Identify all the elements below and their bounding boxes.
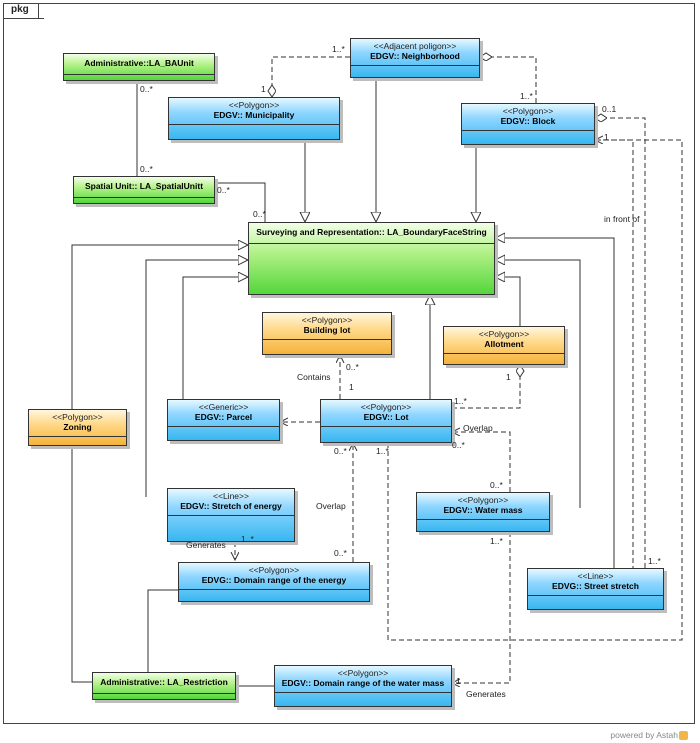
footer-credit: powered by Astah [610,730,688,740]
class-water-mass-name: EDGV:: Water mass [443,505,523,515]
mult-m2: 1 [261,84,266,94]
assoc-domain-restriction [147,589,178,672]
overlap-water-lot [452,432,511,492]
package-label: pkg [11,4,29,15]
mult-m9: 0..* [253,209,266,219]
agg-neighborhood-municipality [272,56,350,97]
class-lot-stereotype: <<Polygon>> [360,402,412,412]
class-boundary-face-string[interactable]: Surveying and Representation:: LA_Bounda… [248,222,495,295]
class-lot-name: EDGV:: Lot [363,412,409,422]
class-municipality[interactable]: <<Polygon>> EDGV:: Municipality [168,97,340,140]
mult-m6: 0..* [140,84,153,94]
class-stretch-energy-name: EDGV:: Stretch of energy [180,501,282,511]
mult-m5: 1 [604,132,609,142]
class-lot[interactable]: <<Polygon>> EDGV:: Lot [320,399,452,443]
class-block-stereotype: <<Polygon>> [502,106,554,116]
mult-m12: 1 [506,372,511,382]
class-zoning-name: Zoning [63,422,92,432]
mult-m17: 0..* [490,480,503,490]
class-building-lot-stereotype: <<Polygon>> [301,315,353,325]
class-stretch-energy[interactable]: <<Line>> EDGV:: Stretch of energy [167,488,295,542]
class-water-mass-stereotype: <<Polygon>> [457,495,509,505]
class-block[interactable]: <<Polygon>> EDGV:: Block [461,103,595,145]
mult-m11: 1 [349,382,354,392]
label-in-front-of: in front of [604,214,640,224]
class-zoning-stereotype: <<Polygon>> [52,412,103,422]
gen-zoning [71,245,248,409]
package-frame [3,3,695,724]
label-overlap-water: Overlap [463,423,493,433]
mult-m19: 0..* [334,548,347,558]
class-domain-water-name: EDGV:: Domain range of the water mass [281,678,445,688]
class-building-lot-name: Building lot [303,325,351,335]
label-overlap-energy: Overlap [316,501,346,511]
class-municipality-name: EDGV:: Municipality [213,110,295,120]
gen-street-stretch [495,238,615,568]
label-generates-energy: Generates [186,540,226,550]
footer-text: powered by Astah [610,729,678,740]
mult-m14: 0..* [452,440,465,450]
class-domain-water[interactable]: <<Polygon>> EDGV:: Domain range of the w… [274,665,452,707]
class-parcel-stereotype: <<Generic>> [198,402,249,412]
mult-m8: 0..* [217,185,230,195]
class-spatial-unit[interactable]: Spatial Unit:: LA_SpatialUnitt [73,176,215,204]
class-parcel[interactable]: <<Generic>> EDGV:: Parcel [167,399,280,441]
gen-parcel [182,277,248,399]
class-neighborhood[interactable]: <<Adjacent poligon>> EDGV:: Neighborhood [350,38,480,78]
mult-m4: 0..1 [602,104,617,114]
class-domain-energy-stereotype: <<Polygon>> [248,565,300,575]
class-domain-energy-name: EDVG:: Domain range of the energy [201,575,347,585]
class-allotment[interactable]: <<Polygon>> Allotment [443,326,565,365]
class-street-stretch[interactable]: <<Line>> EDVG:: Street stretch [527,568,664,610]
assoc-street-block [595,118,646,568]
mult-m16: 0..* [334,446,347,456]
gen-water-domain [452,532,511,683]
gen-allotment [495,277,521,326]
mult-m10: 0..* [346,362,359,372]
class-domain-energy[interactable]: <<Polygon>> EDVG:: Domain range of the e… [178,562,370,602]
class-neighborhood-name: EDGV:: Neighborhood [370,51,460,61]
label-contains: Contains [297,372,331,382]
assoc-zoning-restriction [71,446,92,683]
class-ba-unit[interactable]: Administrative::LA_BAUnit [63,53,215,81]
class-street-stretch-stereotype: <<Line>> [577,571,614,581]
class-municipality-stereotype: <<Polygon>> [228,100,280,110]
agg-block-neighborhood [480,57,537,103]
mult-m21: 1..* [648,556,661,566]
gen-stretch-energy [145,260,248,497]
class-street-stretch-name: EDVG:: Street stretch [552,581,639,591]
class-boundary-name: Surveying and Representation:: LA_Bounda… [256,227,487,237]
mult-m15: 1..* [376,446,389,456]
assoc-lot-street-loop [387,140,683,641]
class-stretch-energy-stereotype: <<Line>> [213,491,249,501]
mult-m3: 1..* [520,91,533,101]
class-block-name: EDGV:: Block [500,116,556,126]
class-allotment-stereotype: <<Polygon>> [478,329,530,339]
astah-logo-icon [679,731,688,740]
mult-m18: 1..* [241,534,254,544]
mult-m1: 1..* [332,44,345,54]
class-ba-unit-name: Administrative::LA_BAUnit [84,58,194,68]
agg-lot-allotment [452,365,520,409]
class-zoning[interactable]: <<Polygon>> Zoning [28,409,127,446]
mult-m7: 0..* [140,164,153,174]
class-neighborhood-stereotype: <<Adjacent poligon>> [373,41,457,51]
class-allotment-name: Allotment [484,339,524,349]
class-domain-water-stereotype: <<Polygon>> [337,668,389,678]
class-parcel-name: EDGV:: Parcel [194,412,253,422]
mult-m22: 1 [456,676,461,686]
class-restriction[interactable]: Administrative:: LA_Restriction [92,672,236,700]
mult-m13: 1..* [454,396,467,406]
mult-m20: 1..* [490,536,503,546]
class-water-mass[interactable]: <<Polygon>> EDGV:: Water mass [416,492,550,532]
class-restriction-name: Administrative:: LA_Restriction [100,677,228,687]
class-building-lot[interactable]: <<Polygon>> Building lot [262,312,392,355]
class-spatial-unit-name: Spatial Unit:: LA_SpatialUnitt [84,181,204,191]
assoc-spatial-boundary [215,182,266,222]
gen-water-mass [495,260,581,508]
label-generates-water: Generates [466,689,506,699]
package-tab: pkg [3,3,44,19]
